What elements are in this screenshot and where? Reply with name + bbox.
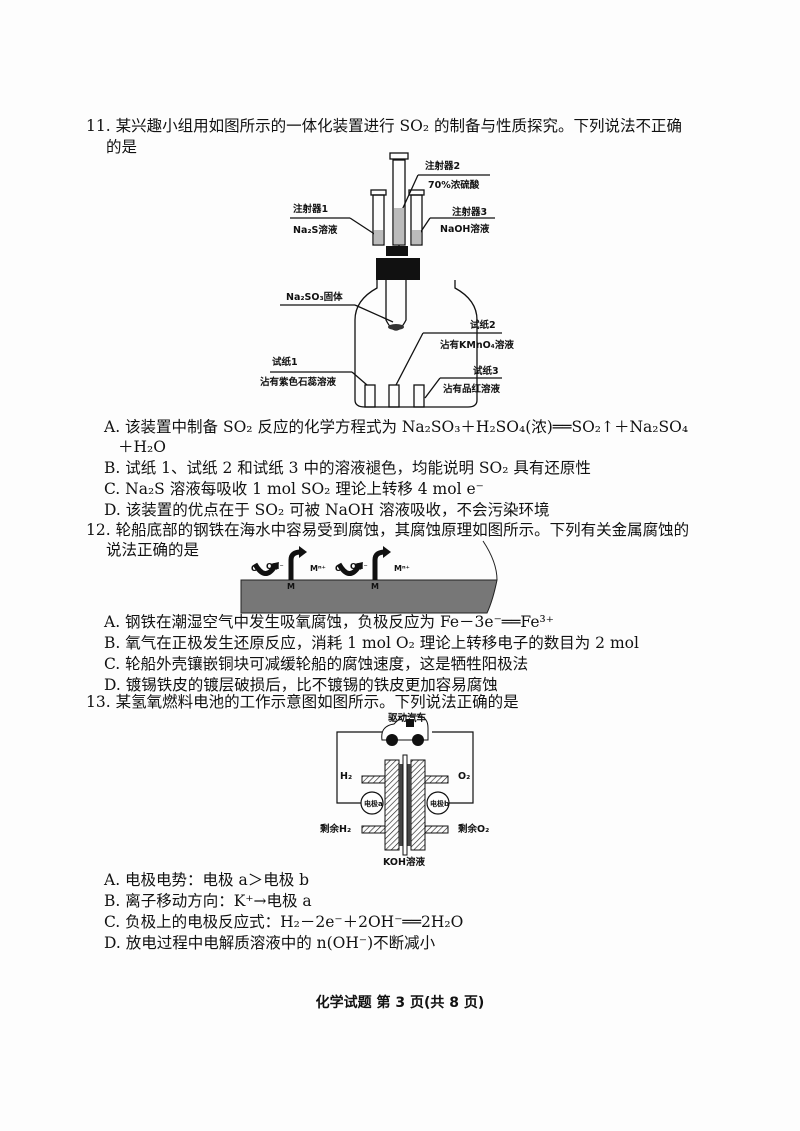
- q11-stem-cont: 的是: [106, 138, 138, 156]
- syringe3-content: NaOH溶液: [440, 224, 490, 235]
- q13-stem: 13. 某氢氧燃料电池的工作示意图如图所示。下列说法正确的是: [86, 693, 519, 711]
- q13-option-b: B. 离子移动方向：K⁺→电极 a: [104, 892, 312, 910]
- q11-apparatus-figure: [270, 152, 502, 408]
- m-label-1: M: [287, 582, 295, 591]
- paper1-content: 沾有紫色石蕊溶液: [260, 377, 337, 388]
- q12-stem-cont: 说法正确的是: [106, 541, 200, 559]
- o2-label-1: O₂: [251, 564, 262, 573]
- car-label: 驱动汽车: [388, 713, 427, 724]
- electrode-a-label: 电极a: [364, 800, 383, 808]
- oh-label-2: OH⁻: [350, 562, 368, 571]
- page-footer: 化学试题 第 3 页(共 8 页): [315, 995, 485, 1011]
- q12-option-a: A. 钢铁在潮湿空气中发生吸氧腐蚀，负极反应为 Fe－3e⁻══Fe³⁺: [104, 613, 554, 631]
- q11-option-a: A. 该装置中制备 SO₂ 反应的化学方程式为 Na₂SO₃＋H₂SO₄(浓)═…: [104, 418, 689, 436]
- q12-corrosion-figure: [240, 540, 498, 614]
- mn-label-2: Mⁿ⁺: [394, 564, 410, 573]
- paper3-label: 试纸3: [473, 366, 499, 377]
- m-label-2: M: [371, 582, 379, 591]
- paper1-label: 试纸1: [272, 357, 298, 368]
- car-icon: [381, 715, 429, 746]
- o2-label-2: O₂: [335, 564, 346, 573]
- q13-option-a: A. 电极电势：电极 a＞电极 b: [104, 871, 310, 889]
- syringe3-label: 注射器3: [452, 207, 488, 218]
- q11-option-a-cont: ＋H₂O: [118, 438, 166, 456]
- rest-o2-label: 剩余O₂: [458, 824, 490, 835]
- oh-label-1: OH⁻: [266, 562, 284, 571]
- q12-option-d: D. 镀锡铁皮的镀层破损后，比不镀锡的铁皮更加容易腐蚀: [104, 676, 498, 694]
- electrode-b-label: 电极b: [430, 800, 450, 808]
- syringe1-content: Na₂S溶液: [293, 225, 338, 236]
- syringe2-content: 70%浓硫酸: [428, 180, 480, 191]
- paper2-label: 试纸2: [470, 320, 496, 331]
- solid-label: Na₂SO₃固体: [286, 292, 343, 303]
- q13-option-d: D. 放电过程中电解质溶液中的 n(OH⁻)不断减小: [104, 934, 436, 952]
- q13-option-c: C. 负极上的电极反应式：H₂－2e⁻＋2OH⁻══2H₂O: [104, 913, 464, 931]
- paper2-content: 沾有KMnO₄溶液: [440, 340, 514, 351]
- q11-option-d: D. 该装置的优点在于 SO₂ 可被 NaOH 溶液吸收，不会污染环境: [104, 501, 550, 519]
- q13-fuel-cell-figure: [336, 715, 474, 856]
- h2-input-label: H₂: [340, 771, 353, 782]
- q12-stem: 12. 轮船底部的钢铁在海水中容易受到腐蚀，其腐蚀原理如图所示。下列有关金属腐蚀…: [86, 521, 690, 539]
- koh-label: KOH溶液: [383, 857, 425, 868]
- q12-option-c: C. 轮船外壳镶嵌铜块可减缓轮船的腐蚀速度，这是牺牲阳极法: [104, 655, 529, 673]
- q11-stem: 11. 某兴趣小组用如图所示的一体化装置进行 SO₂ 的制备与性质探究。下列说法…: [86, 117, 682, 135]
- q11-option-b: B. 试纸 1、试纸 2 和试纸 3 中的溶液褪色，均能说明 SO₂ 具有还原性: [104, 459, 591, 477]
- o2-input-label: O₂: [458, 771, 471, 782]
- mn-label-1: Mⁿ⁺: [310, 564, 326, 573]
- paper3-content: 沾有品红溶液: [443, 384, 501, 395]
- q11-option-c: C. Na₂S 溶液每吸收 1 mol SO₂ 理论上转移 4 mol e⁻: [104, 480, 484, 498]
- q12-option-b: B. 氧气在正极发生还原反应，消耗 1 mol O₂ 理论上转移电子的数目为 2…: [104, 634, 639, 652]
- rest-h2-label: 剩余H₂: [320, 824, 352, 835]
- syringe1-label: 注射器1: [293, 204, 329, 215]
- syringe2-label: 注射器2: [425, 161, 461, 172]
